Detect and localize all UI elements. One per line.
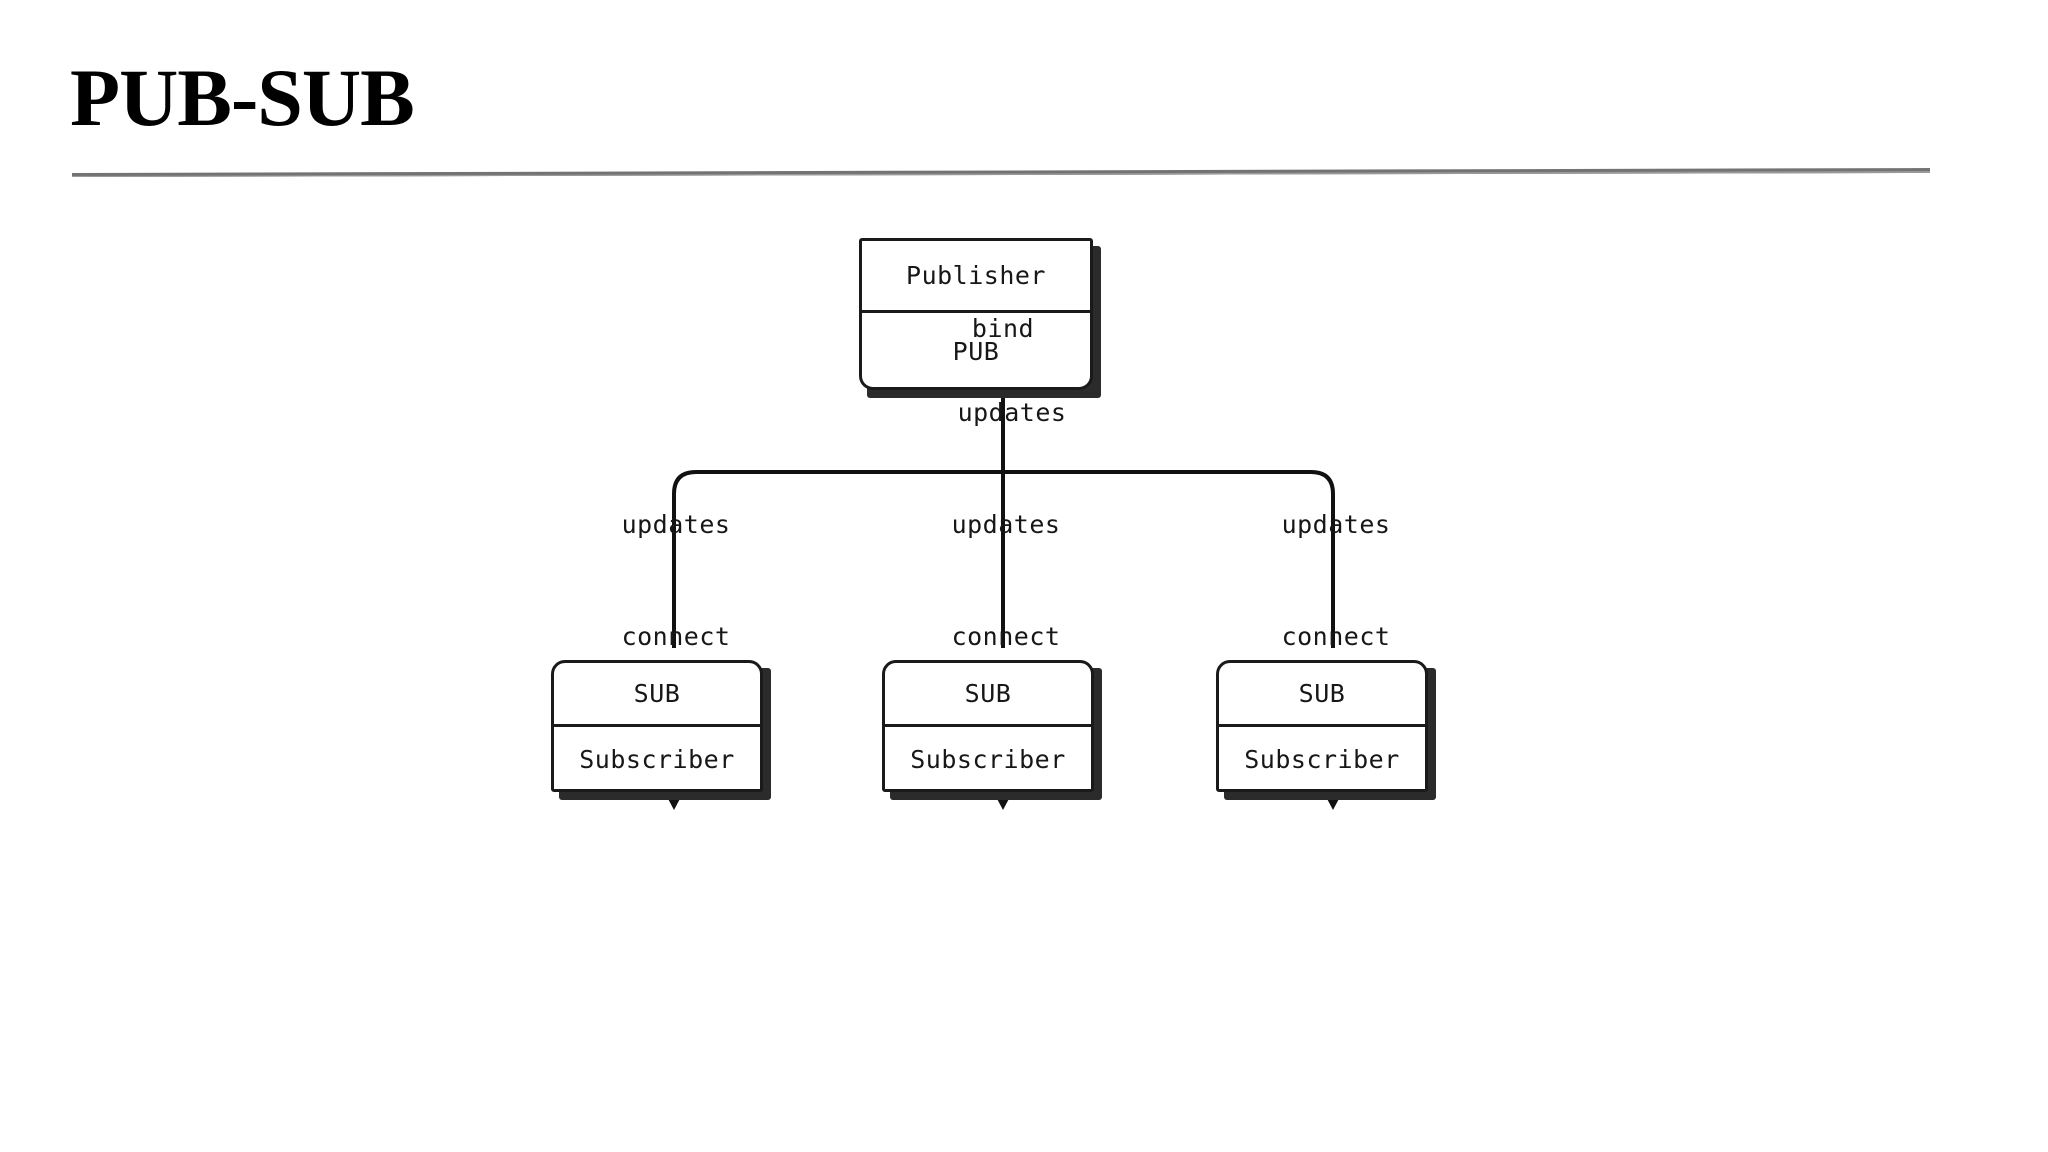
pubsub-diagram: Publisher PUB bind updates updates updat…	[0, 210, 2048, 1110]
subscriber-socket-cell: SUB	[1219, 663, 1425, 727]
title-divider	[72, 168, 1930, 177]
label-connect-center: connect	[951, 622, 1061, 651]
label-updates-trunk: updates	[957, 398, 1067, 427]
subscriber-socket-cell: SUB	[554, 663, 760, 727]
subscriber-node-2[interactable]: SUB Subscriber	[882, 660, 1094, 792]
label-updates-center: updates	[951, 510, 1061, 539]
label-connect-right: connect	[1281, 622, 1391, 651]
subscriber-socket-cell: SUB	[885, 663, 1091, 727]
subscriber-name-cell: Subscriber	[579, 745, 735, 774]
publisher-name-cell: Publisher	[862, 241, 1090, 313]
page-title: PUB-SUB	[70, 52, 415, 143]
label-updates-left: updates	[621, 510, 731, 539]
subscriber-name-cell: Subscriber	[910, 745, 1066, 774]
label-bind: bind	[971, 314, 1035, 343]
subscriber-name-cell: Subscriber	[1244, 745, 1400, 774]
label-connect-left: connect	[621, 622, 731, 651]
publisher-node[interactable]: Publisher PUB	[859, 238, 1093, 390]
label-updates-right: updates	[1281, 510, 1391, 539]
publisher-socket-cell: PUB	[952, 337, 1000, 366]
subscriber-node-3[interactable]: SUB Subscriber	[1216, 660, 1428, 792]
subscriber-node-1[interactable]: SUB Subscriber	[551, 660, 763, 792]
